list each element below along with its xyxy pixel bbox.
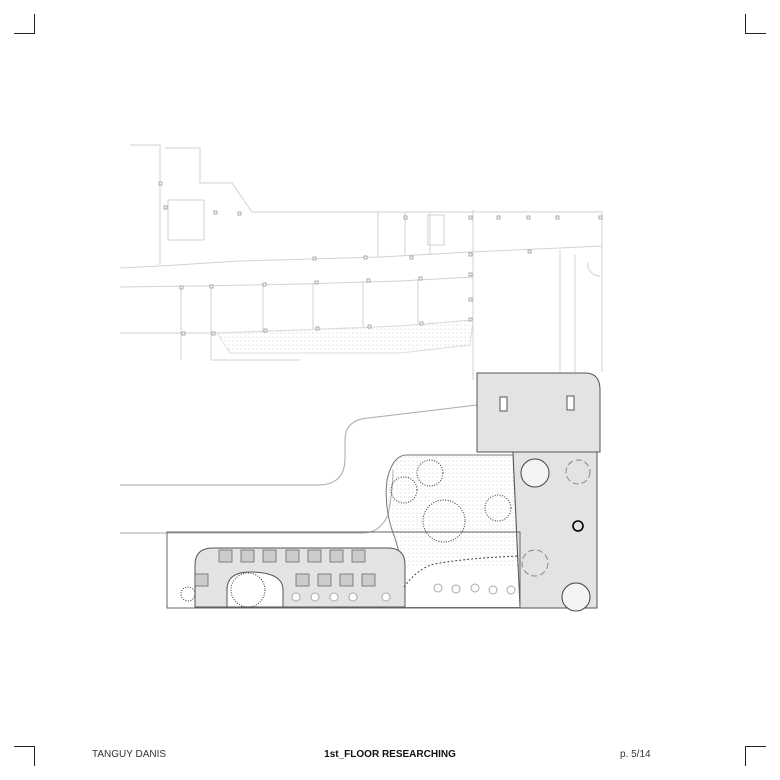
tree-icon [180, 586, 196, 602]
tree-icon [416, 459, 444, 487]
lawn [405, 567, 520, 607]
crop-mark-bottom-right-h [745, 746, 766, 747]
columns [158, 181, 603, 336]
hall-opening [499, 396, 508, 412]
trees [180, 459, 512, 608]
ring-object [572, 520, 584, 532]
round-table [520, 458, 550, 488]
crop-mark-top-left-h [14, 33, 35, 34]
plaza [512, 451, 598, 609]
road-outline [120, 404, 478, 486]
tree-icon [484, 494, 512, 522]
hatched-strip [216, 319, 474, 354]
covered-hall [476, 372, 601, 453]
crop-mark-top-left [34, 14, 35, 34]
round-table [561, 582, 591, 612]
outdoor-tables [291, 583, 516, 602]
tree-icon [390, 476, 418, 504]
circular-seating [565, 459, 591, 485]
tree-pit [226, 571, 284, 608]
author-name: TANGUY DANIS [92, 749, 167, 760]
hall-opening [566, 395, 575, 411]
crop-mark-top-right [745, 14, 746, 34]
circular-seating [521, 549, 549, 577]
page-title: 1st_FLOOR RESEARCHING [324, 749, 456, 760]
lower-strip [166, 531, 521, 609]
crop-mark-bottom-right [745, 746, 746, 766]
crop-mark-top-right-h [745, 33, 766, 34]
tree-icon [422, 499, 466, 543]
road-outline-lower [120, 469, 394, 534]
planters [194, 549, 376, 587]
crop-mark-bottom-left [34, 746, 35, 766]
crop-mark-bottom-left-h [14, 746, 35, 747]
hedge [403, 555, 519, 588]
page-number: p. 5/14 [620, 749, 651, 760]
tree-icon [230, 572, 266, 608]
existing-building [119, 144, 603, 380]
